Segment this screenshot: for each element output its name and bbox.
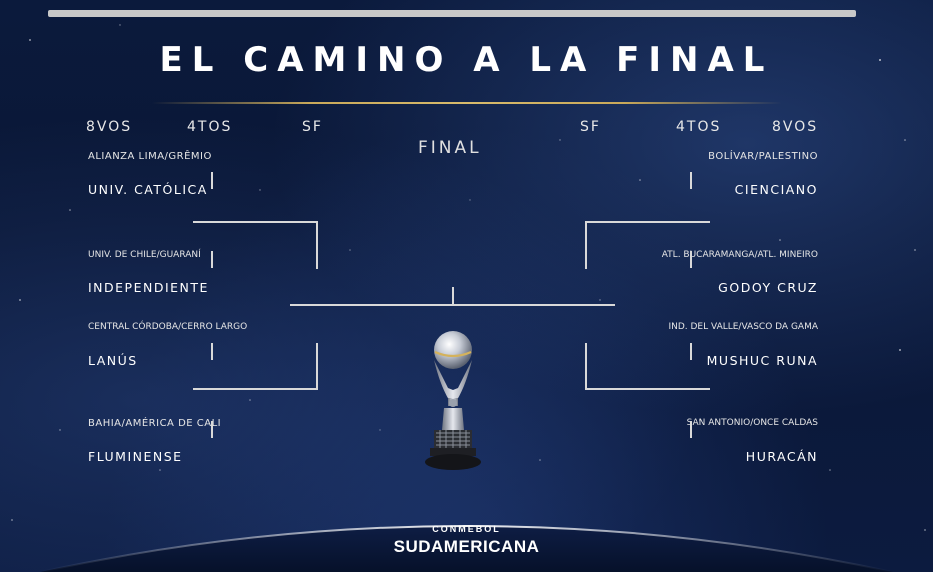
right-team-1: CIENCIANO bbox=[734, 182, 818, 197]
left-pair-3: CENTRAL CÓRDOBA/CERRO LARGO bbox=[88, 322, 248, 332]
bracket-line bbox=[585, 343, 587, 390]
right-pair-4: SAN ANTONIO/ONCE CALDAS bbox=[686, 418, 818, 428]
sudamericana-logo-text: SUDAMERICANA bbox=[393, 537, 540, 556]
right-pair-3: IND. DEL VALLE/VASCO DA GAMA bbox=[668, 322, 818, 332]
header-left-4tos: 4TOS bbox=[187, 119, 233, 135]
bracket-line bbox=[211, 172, 213, 189]
right-team-4: HURACÁN bbox=[745, 449, 818, 464]
bracket-line bbox=[585, 388, 710, 390]
bracket-line bbox=[690, 421, 692, 438]
left-team-2: INDEPENDIENTE bbox=[88, 280, 209, 295]
left-team-3: LANÚS bbox=[88, 353, 138, 368]
bracket-line bbox=[690, 343, 692, 360]
header-left-8vos: 8VOS bbox=[86, 119, 133, 135]
bracket-line bbox=[585, 221, 710, 223]
left-team-4: FLUMINENSE bbox=[88, 449, 183, 464]
final-connector-line bbox=[452, 287, 454, 305]
left-pair-4: BAHIA/AMÉRICA DE CALI bbox=[88, 418, 222, 429]
bracket-line bbox=[211, 421, 213, 438]
horizon-arc bbox=[39, 525, 894, 572]
header-right-4tos: 4TOS bbox=[676, 119, 722, 135]
bracket-line bbox=[690, 251, 692, 268]
bracket-line bbox=[193, 388, 318, 390]
bracket-line bbox=[316, 343, 318, 390]
trophy-icon bbox=[425, 331, 481, 470]
header-right-8vos: 8VOS bbox=[772, 119, 819, 135]
header-left-sf: SF bbox=[302, 119, 323, 135]
right-pair-1: BOLÍVAR/PALESTINO bbox=[708, 151, 818, 162]
bracket-line bbox=[211, 251, 213, 268]
page-title: EL CAMINO A LA FINAL bbox=[159, 40, 774, 80]
final-label: FINAL bbox=[418, 138, 482, 158]
title-divider bbox=[152, 102, 782, 104]
final-connector-line bbox=[290, 304, 615, 306]
right-team-3: MUSHUC RUNA bbox=[706, 353, 818, 368]
left-team-1: UNIV. CATÓLICA bbox=[88, 182, 208, 197]
right-team-2: GODOY CRUZ bbox=[718, 280, 818, 295]
bracket-line bbox=[585, 221, 587, 269]
left-pair-2: UNIV. DE CHILE/GUARANÍ bbox=[88, 250, 201, 260]
right-pair-2: ATL. BUCARAMANGA/ATL. MINEIRO bbox=[661, 250, 818, 260]
bracket-line bbox=[316, 221, 318, 269]
left-pair-1: ALIANZA LIMA/GRÊMIO bbox=[88, 151, 212, 162]
conmebol-label: CONMEBOL bbox=[432, 524, 501, 534]
top-bar bbox=[48, 10, 856, 17]
bracket-line bbox=[193, 221, 318, 223]
bracket-line bbox=[690, 172, 692, 189]
header-right-sf: SF bbox=[580, 119, 601, 135]
bracket-line bbox=[211, 343, 213, 360]
